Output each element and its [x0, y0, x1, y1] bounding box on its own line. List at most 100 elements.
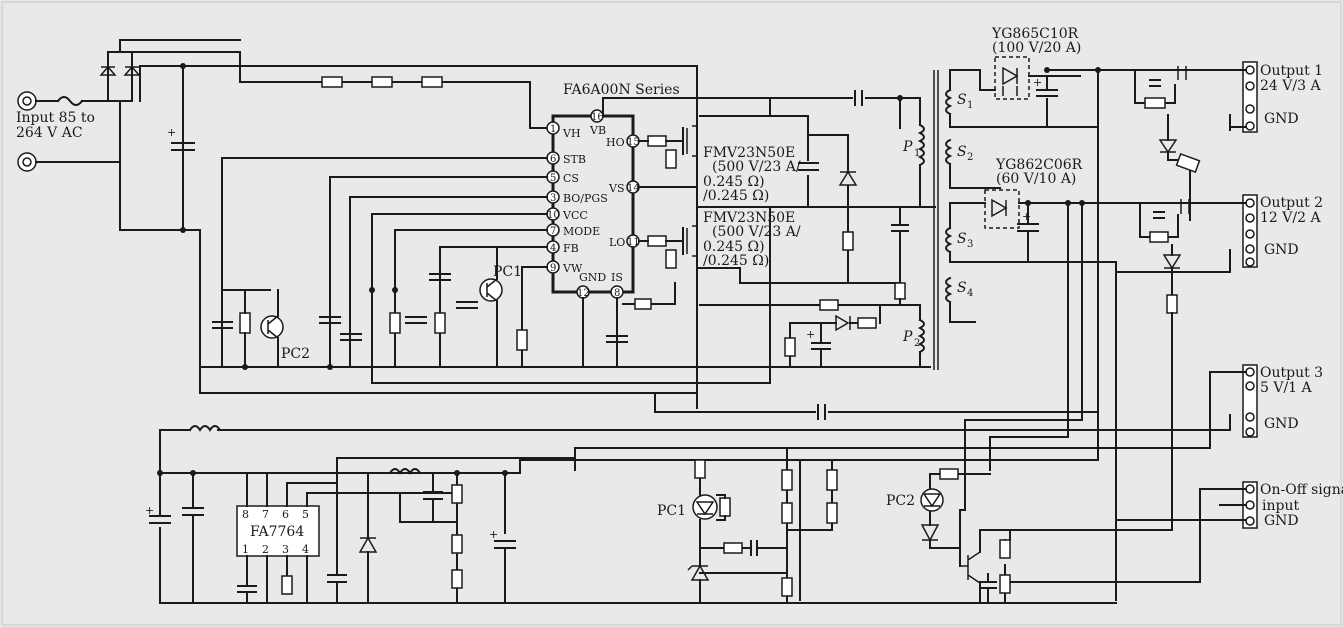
ic-main-title: FA6A00N Series — [563, 82, 680, 98]
mosfet-lo-label-4: /0.245 Ω) — [703, 253, 769, 269]
svg-text:14: 14 — [627, 183, 640, 194]
output2-label-2: 12 V/2 A — [1260, 210, 1321, 226]
svg-text:1: 1 — [967, 100, 973, 111]
ac-input-terminal-top — [17, 91, 37, 111]
svg-text:VCC: VCC — [562, 209, 588, 222]
rectifier-yg862c06r — [979, 189, 1231, 229]
sense-resistor — [634, 298, 652, 310]
svg-text:9: 9 — [550, 263, 556, 274]
mosfet-lo-label-2: (500 V/23 A/ — [712, 224, 801, 240]
mosfet-hi-label-1: FMV23N50E — [703, 145, 795, 161]
snubber — [699, 115, 858, 284]
output1-label-2: 24 V/3 A — [1260, 78, 1321, 94]
svg-text:VB: VB — [589, 124, 606, 137]
onoff-connector — [1009, 481, 1258, 583]
input-inductor-bottom — [188, 425, 222, 432]
mosfet-high-side — [638, 115, 698, 188]
svg-text:1: 1 — [914, 148, 920, 159]
pc1-phototransistor — [479, 246, 503, 368]
resonant-capacitor — [696, 90, 921, 129]
fuse — [35, 96, 109, 106]
diode2-label-1: YG862C06R — [995, 157, 1083, 173]
ground-return — [119, 161, 698, 394]
pc2-phototransistor — [260, 289, 284, 368]
svg-text:8: 8 — [242, 508, 249, 521]
startup-resistors — [321, 76, 443, 88]
mosfet-hi-label-3: 0.245 Ω) — [703, 174, 765, 190]
transformer-core — [933, 70, 939, 370]
output1-cap — [1036, 89, 1058, 97]
svg-text:+: + — [167, 126, 176, 139]
secondary-s1-s2 — [945, 69, 1099, 189]
fa7764-label: FA7764 — [250, 524, 304, 540]
input-label-2: 264 V AC — [16, 125, 83, 141]
svg-text:8: 8 — [614, 288, 620, 299]
svg-text:1: 1 — [242, 543, 249, 556]
svg-text:3: 3 — [967, 239, 973, 250]
output3-label-1: Output 3 — [1260, 365, 1323, 381]
svg-text:15: 15 — [627, 137, 640, 148]
svg-text:11: 11 — [627, 237, 640, 248]
p2-label: P — [902, 329, 913, 345]
bridge-rectifier — [99, 39, 141, 163]
pc1-led — [692, 484, 731, 549]
rail-to-vh — [119, 51, 554, 129]
output1-connector — [1229, 61, 1258, 133]
primary-winding-p2 — [879, 304, 925, 368]
svg-text:2: 2 — [262, 543, 269, 556]
svg-text:7: 7 — [262, 508, 269, 521]
buck-inductor — [388, 468, 422, 475]
svg-text:+: + — [489, 528, 498, 541]
svg-text:4: 4 — [302, 543, 309, 556]
diode2-label-2: (60 V/10 A) — [996, 171, 1076, 187]
svg-text:1: 1 — [550, 124, 556, 135]
output2-connector — [1115, 194, 1258, 273]
output1-gnd: GND — [1264, 111, 1299, 127]
cap-vcc-aux — [891, 224, 909, 232]
svg-text:VS: VS — [608, 182, 624, 195]
switch-transistor — [959, 449, 1011, 604]
svg-text:HO: HO — [606, 136, 625, 149]
mosfet-hi-label-4: /0.245 Ω) — [703, 188, 769, 204]
svg-text:GND: GND — [579, 271, 606, 284]
p1-label: P — [902, 139, 913, 155]
input-label-1: Input 85 to — [16, 110, 95, 126]
svg-text:BO/PGS: BO/PGS — [563, 192, 608, 205]
onoff-label-1: On-Off signal — [1260, 482, 1343, 498]
output2-label-1: Output 2 — [1260, 195, 1323, 211]
svg-text:5: 5 — [550, 173, 556, 184]
svg-text:6: 6 — [550, 154, 556, 165]
output3-connector — [574, 364, 1258, 471]
svg-text:+: + — [1022, 210, 1031, 223]
svg-text:MODE: MODE — [563, 225, 600, 238]
onoff-gnd: GND — [1264, 513, 1299, 529]
pc1-label-secondary: PC1 — [657, 503, 686, 519]
mosfet-hi-label-2: (500 V/23 A/ — [712, 159, 801, 175]
s2-label: S — [957, 144, 967, 160]
svg-text:LO: LO — [609, 236, 625, 249]
output1-label-1: Output 1 — [1260, 63, 1323, 79]
svg-text:4: 4 — [967, 288, 973, 299]
pc2-led — [920, 473, 961, 549]
svg-text:2: 2 — [967, 152, 973, 163]
ac-input-terminal-bottom — [17, 152, 37, 172]
mosfet-low-side — [638, 215, 698, 269]
svg-text:10: 10 — [547, 210, 560, 221]
secondary-s3-s4 — [945, 202, 1117, 323]
diode1-label-2: (100 V/20 A) — [992, 40, 1081, 56]
pc2-label-primary: PC2 — [281, 346, 310, 362]
svg-text:CS: CS — [563, 172, 579, 185]
svg-text:4: 4 — [550, 243, 556, 254]
output3-label-2: 5 V/1 A — [1260, 380, 1313, 396]
s1-label: S — [957, 92, 967, 108]
output2-gnd: GND — [1264, 242, 1299, 258]
svg-text:STB: STB — [563, 153, 586, 166]
fa7764-ic: 8 7 6 5 FA7764 1 2 3 4 — [236, 472, 456, 604]
pc2-label-secondary: PC2 — [886, 493, 915, 509]
output1-regulator — [1134, 66, 1201, 221]
svg-text:+: + — [1033, 76, 1042, 89]
switch-node — [638, 186, 936, 208]
